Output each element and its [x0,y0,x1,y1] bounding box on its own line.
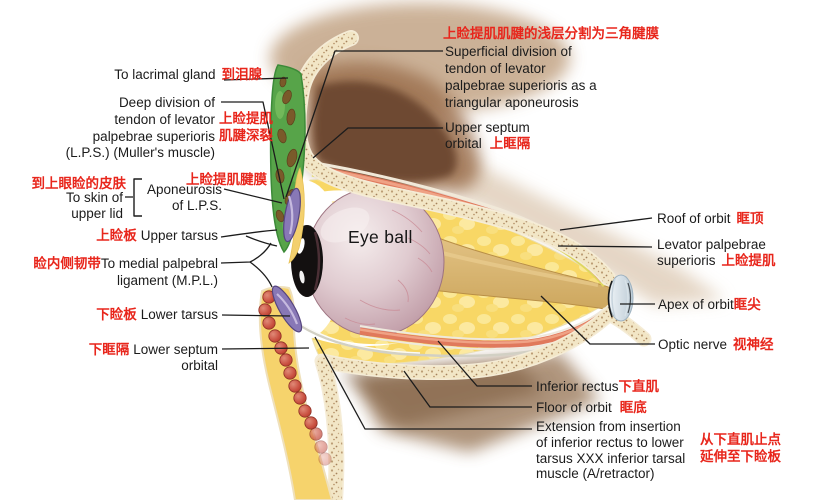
lower-tarsus [271,285,303,333]
maxilla-bone [316,356,343,500]
label-eyeball: Eye ball [348,227,413,247]
leader-superficial-division [285,50,443,198]
label-deep-division-zh: 上睑提肌 肌腱深裂 [219,111,273,143]
label-skin-zh: 到上眼睑的皮肤 [31,176,127,191]
lower-retractor-fascia [300,323,546,358]
leader-upper-tarsus [220,229,278,238]
label-inferior-extension-zh: 从下直肌止点 延伸至下睑板 [700,432,781,464]
leader-lower-septum [221,347,310,350]
label-floor-of-orbit: Floor of orbit 眶底 [536,400,647,415]
leader-deep-division [221,101,285,200]
upper-tarsus [283,166,305,264]
background-shading [270,3,725,452]
label-optic-nerve: Optic nerve 视神经 [658,337,774,352]
leader-extension [314,336,532,430]
leader-lower-tarsus [221,314,291,317]
label-deep-division: Deep division of tendon of levator palpe… [92,95,215,144]
label-upper-tarsus: 上睑板 Upper tarsus [96,228,218,243]
label-lacrimal-en: To lacrimal gland [114,67,216,82]
leader-lacrimal [223,77,289,81]
label-superficial-zh: 上睑提肌肌腱的浅层分割为三角腱膜 [443,26,659,41]
label-roof-of-orbit: Roof of orbit 眶顶 [657,211,764,226]
label-lps-muller: (L.P.S.) (Muller's muscle) [65,145,215,160]
bracket-skin [133,178,142,217]
leader-roof [559,217,653,231]
leader-upper-tarsus-2 [245,235,278,247]
label-apex-of-orbit: Apex of orbit 眶尖 [658,297,761,312]
leader-upper-septum [312,127,443,159]
leader-medial-ligament-2 [249,261,273,288]
leader-inferior-rectus [437,340,532,387]
apex-of-orbit [607,274,634,322]
label-lacrimal-zh: 到泪腺 [221,67,263,82]
leader-levator [557,245,653,248]
lower-eyelid [258,285,334,500]
label-aponeurosis-zh: 上睑提肌腱膜 [186,172,267,187]
orbicularis-muscle-bundles [258,290,332,466]
label-superficial-division: Superficial division of tendon of levato… [445,44,597,110]
label-inferior-rectus: Inferior rectus 下直肌 [536,379,660,394]
label-lower-tarsus: 下睑板 Lower tarsus [96,307,218,322]
label-medial-ligament: 睑内侧韧带To medial palpebral ligament (M.P.L… [33,256,218,288]
leader-aponeurosis [223,188,283,204]
leader-optic [540,295,655,345]
leader-floor [403,370,532,408]
label-aponeurosis: Aponeurosis of L.P.S. [146,182,222,213]
leader-lines [125,50,655,430]
eyeball [305,187,445,337]
label-skin-upper-lid: To skin of upper lid [65,190,123,221]
label-lacrimal-gland: To lacrimal gland 到泪腺 [114,67,262,83]
label-inferior-extension: Extension from insertion of inferior rec… [536,419,686,482]
eyeball-vessels [344,209,433,325]
